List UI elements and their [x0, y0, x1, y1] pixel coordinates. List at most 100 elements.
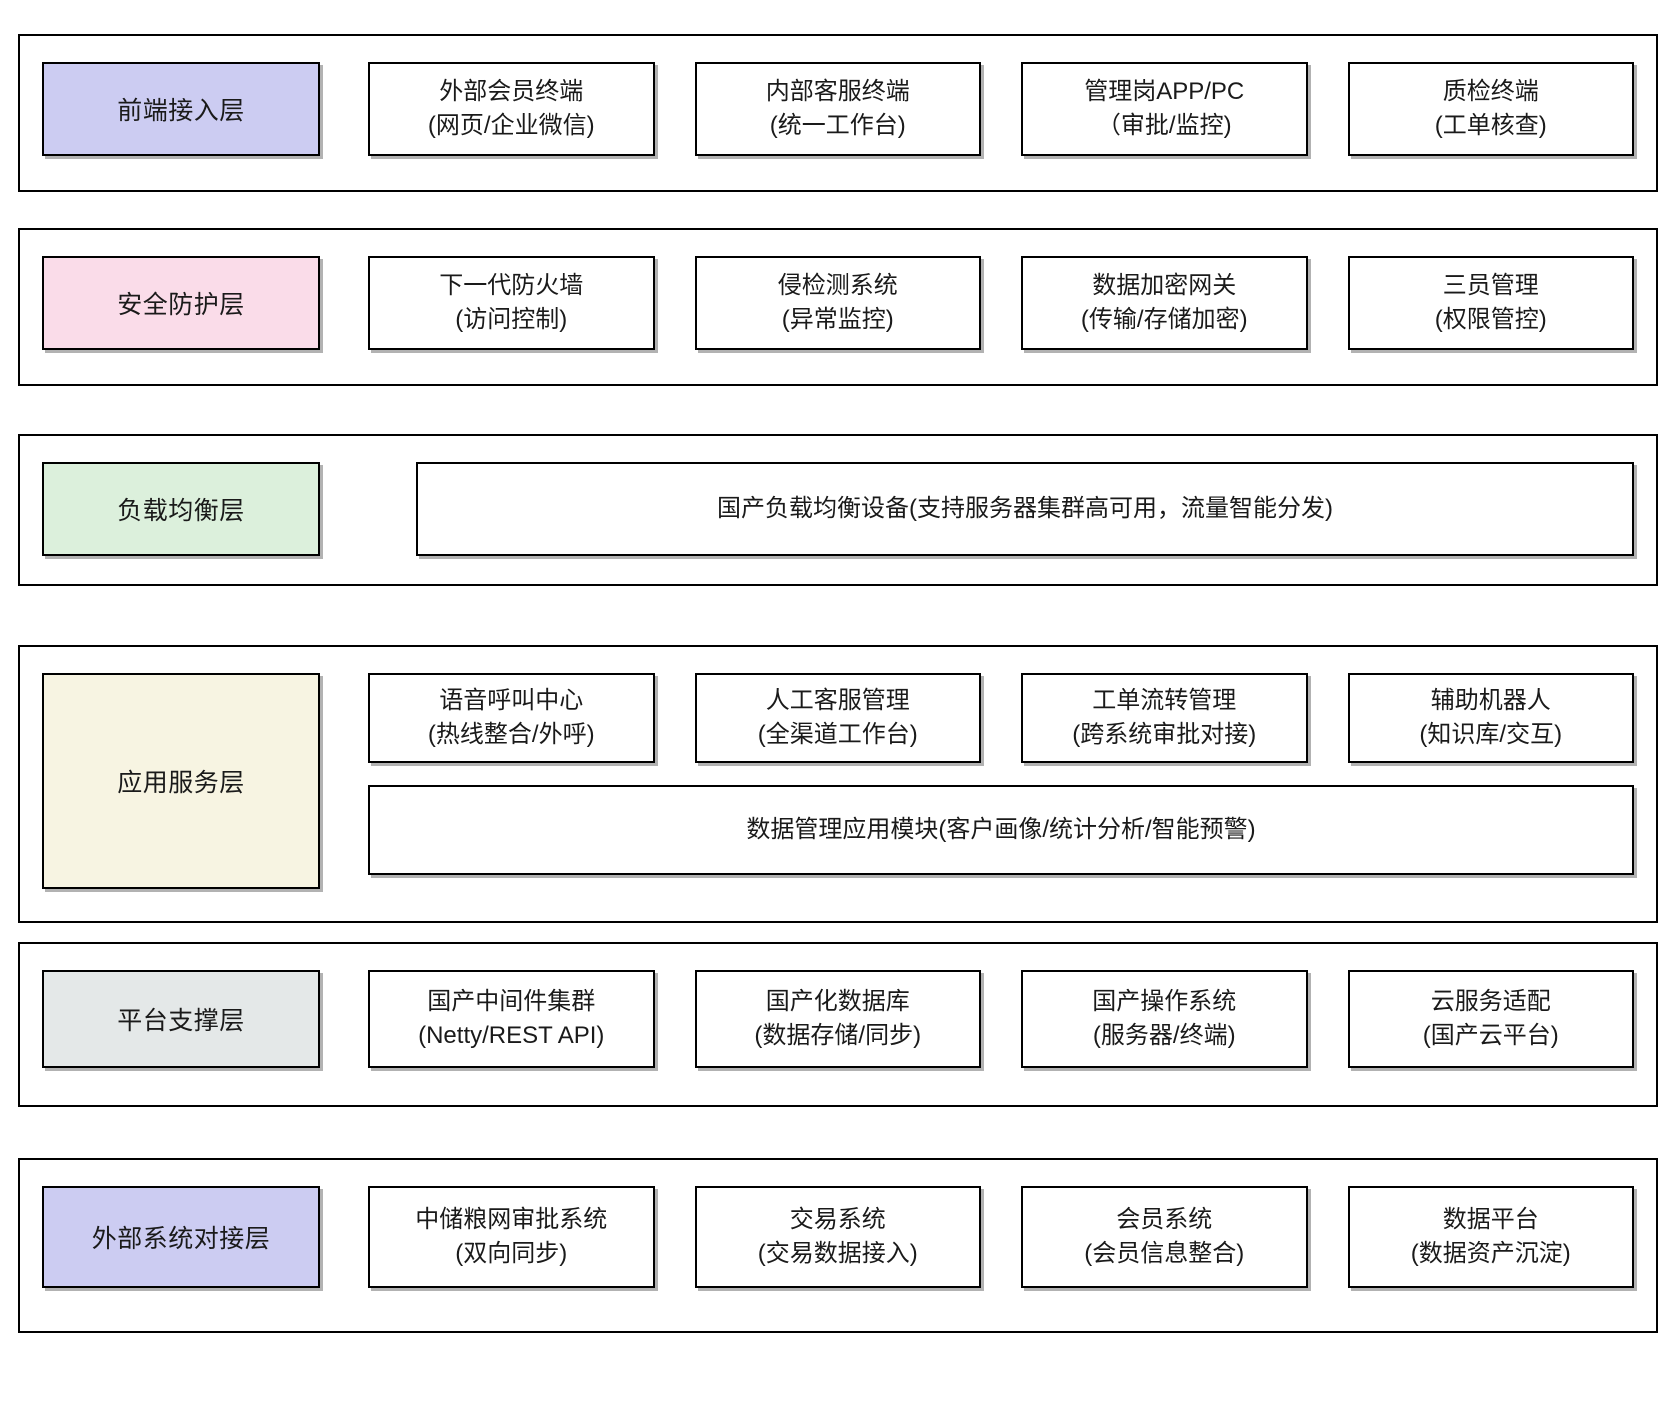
- node-box[interactable]: 外部会员终端 (网页/企业微信): [368, 62, 655, 156]
- node-subtitle: (传输/存储加密): [1080, 306, 1248, 333]
- node-subtitle: (国产云平台): [1422, 1022, 1559, 1049]
- layer-band-security-protection-layer: 安全防护层 下一代防火墙 (访问控制) 侵检测系统 (异常监控) 数据加密网关 (传输/存储…: [18, 228, 1658, 386]
- node-title: 三员管理: [1442, 271, 1539, 299]
- node-title: 内部客服终端: [765, 77, 910, 105]
- layer-band-load-balance-layer: 负载均衡层 国产负载均衡设备(支持服务器集群高可用，流量智能分发): [18, 434, 1658, 586]
- node-title: 侵检测系统: [777, 271, 898, 299]
- layer-label-text: 负载均衡层: [117, 497, 245, 525]
- node-title: 外部会员终端: [439, 77, 584, 105]
- node-subtitle: (全渠道工作台): [757, 721, 918, 748]
- node-box[interactable]: 云服务适配 (国产云平台): [1347, 970, 1634, 1068]
- node-subtitle: (服务器/终端): [1092, 1022, 1236, 1049]
- node-box[interactable]: 中储粮网审批系统 (双向同步): [368, 1186, 655, 1288]
- layer-inner-load-balance-layer: 负载均衡层 国产负载均衡设备(支持服务器集群高可用，流量智能分发): [20, 436, 1656, 584]
- node-subtitle: (异常监控): [781, 306, 894, 333]
- node-title: 中储粮网审批系统: [415, 1205, 608, 1233]
- node-box[interactable]: 下一代防火墙 (访问控制): [368, 256, 655, 350]
- node-title: 国产负载均衡设备(支持服务器集群高可用，流量智能分发): [717, 494, 1333, 522]
- layer-label-text: 应用服务层: [117, 769, 245, 797]
- node-title: 数据加密网关: [1092, 271, 1237, 299]
- node-box[interactable]: 国产中间件集群 (Netty/REST API): [368, 970, 655, 1068]
- layer-label-security-protection-layer[interactable]: 安全防护层: [42, 256, 320, 350]
- layer-band-application-service-layer: 应用服务层 语音呼叫中心 (热线整合/外呼) 人工客服管理 (全渠道工作台) 工单流转管理…: [18, 645, 1658, 923]
- node-title: 工单流转管理: [1092, 686, 1237, 714]
- node-subtitle: (知识库/交互): [1419, 721, 1563, 748]
- node-box[interactable]: 交易系统 (交易数据接入): [694, 1186, 981, 1288]
- node-box[interactable]: 数据平台 (数据资产沉淀): [1347, 1186, 1634, 1288]
- layer-nodes-security-protection-layer: 下一代防火墙 (访问控制) 侵检测系统 (异常监控) 数据加密网关 (传输/存储加密) 三员…: [368, 256, 1634, 350]
- node-title: 会员系统: [1116, 1205, 1213, 1233]
- node-box[interactable]: 国产操作系统 (服务器/终端): [1021, 970, 1308, 1068]
- node-row: 外部会员终端 (网页/企业微信) 内部客服终端(统一工作台) 管理岗APP/PC （审批…: [368, 62, 1634, 156]
- layer-nodes-load-balance-layer: 国产负载均衡设备(支持服务器集群高可用，流量智能分发): [368, 462, 1634, 556]
- node-title: 国产操作系统: [1092, 987, 1237, 1015]
- node-row: 中储粮网审批系统 (双向同步) 交易系统 (交易数据接入) 会员系统 (会员信息整合) 数据…: [368, 1186, 1634, 1288]
- node-row: 国产中间件集群 (Netty/REST API) 国产化数据库(数据存储/同步) 国产…: [368, 970, 1634, 1068]
- layer-label-load-balance-layer[interactable]: 负载均衡层: [42, 462, 320, 556]
- node-title: 数据平台: [1442, 1205, 1539, 1233]
- node-title: 管理岗APP/PC: [1084, 77, 1245, 105]
- node-subtitle: (交易数据接入): [757, 1240, 918, 1267]
- layer-label-frontend-access-layer[interactable]: 前端接入层: [42, 62, 320, 156]
- node-subtitle: (工单核查): [1434, 112, 1547, 139]
- node-row: 数据管理应用模块(客户画像/统计分析/智能预警): [368, 785, 1634, 875]
- node-subtitle: (热线整合/外呼): [427, 721, 595, 748]
- node-subtitle: (网页/企业微信): [427, 112, 595, 139]
- layer-nodes-external-system-integration-layer: 中储粮网审批系统 (双向同步) 交易系统 (交易数据接入) 会员系统 (会员信息整合) 数据…: [368, 1186, 1634, 1288]
- node-title: 交易系统: [789, 1205, 886, 1233]
- node-box[interactable]: 管理岗APP/PC （审批/监控): [1021, 62, 1308, 156]
- node-title: 辅助机器人: [1430, 686, 1551, 714]
- layer-inner-platform-support-layer: 平台支撑层 国产中间件集群 (Netty/REST API) 国产化数据库(数据存储/…: [20, 944, 1656, 1105]
- layer-nodes-frontend-access-layer: 外部会员终端 (网页/企业微信) 内部客服终端(统一工作台) 管理岗APP/PC （审批…: [368, 62, 1634, 156]
- node-box[interactable]: 工单流转管理 (跨系统审批对接): [1021, 673, 1308, 763]
- node-title: 质检终端: [1442, 77, 1539, 105]
- node-subtitle: (访问控制): [455, 306, 568, 333]
- node-subtitle: (双向同步): [455, 1240, 568, 1267]
- node-box[interactable]: 国产负载均衡设备(支持服务器集群高可用，流量智能分发): [416, 462, 1634, 556]
- node-box[interactable]: 三员管理 (权限管控): [1347, 256, 1634, 350]
- node-title: 数据管理应用模块(客户画像/统计分析/智能预警): [746, 815, 1256, 843]
- node-title: 语音呼叫中心: [439, 686, 584, 714]
- layer-label-text: 前端接入层: [117, 97, 245, 125]
- node-box[interactable]: 数据管理应用模块(客户画像/统计分析/智能预警): [368, 785, 1634, 875]
- node-title: 云服务适配: [1430, 987, 1551, 1015]
- layer-label-text: 平台支撑层: [117, 1007, 245, 1035]
- node-box[interactable]: 侵检测系统 (异常监控): [694, 256, 981, 350]
- layer-label-platform-support-layer[interactable]: 平台支撑层: [42, 970, 320, 1068]
- layer-inner-application-service-layer: 应用服务层 语音呼叫中心 (热线整合/外呼) 人工客服管理 (全渠道工作台) 工单流转管理…: [20, 647, 1656, 921]
- layer-band-platform-support-layer: 平台支撑层 国产中间件集群 (Netty/REST API) 国产化数据库(数据存储/…: [18, 942, 1658, 1107]
- node-subtitle: (权限管控): [1434, 306, 1547, 333]
- layer-inner-frontend-access-layer: 前端接入层 外部会员终端 (网页/企业微信) 内部客服终端(统一工作台) 管理岗APP/…: [20, 36, 1656, 190]
- node-subtitle: (Netty/REST API): [418, 1022, 605, 1049]
- node-subtitle: (数据存储/同步): [754, 1022, 922, 1049]
- layer-label-application-service-layer[interactable]: 应用服务层: [42, 673, 320, 889]
- node-box[interactable]: 质检终端 (工单核查): [1347, 62, 1634, 156]
- node-box[interactable]: 辅助机器人 (知识库/交互): [1347, 673, 1634, 763]
- layer-inner-external-system-integration-layer: 外部系统对接层 中储粮网审批系统 (双向同步) 交易系统 (交易数据接入) 会员系统 (会员…: [20, 1160, 1656, 1331]
- layer-inner-security-protection-layer: 安全防护层 下一代防火墙 (访问控制) 侵检测系统 (异常监控) 数据加密网关 (传输/存储…: [20, 230, 1656, 384]
- node-subtitle: (跨系统审批对接): [1072, 721, 1257, 748]
- layer-nodes-application-service-layer: 语音呼叫中心 (热线整合/外呼) 人工客服管理 (全渠道工作台) 工单流转管理 (跨系统审…: [368, 673, 1634, 875]
- node-box[interactable]: 语音呼叫中心 (热线整合/外呼): [368, 673, 655, 763]
- node-box[interactable]: 人工客服管理 (全渠道工作台): [694, 673, 981, 763]
- layer-nodes-platform-support-layer: 国产中间件集群 (Netty/REST API) 国产化数据库(数据存储/同步) 国产…: [368, 970, 1634, 1068]
- layer-label-external-system-integration-layer[interactable]: 外部系统对接层: [42, 1186, 320, 1288]
- node-subtitle: (会员信息整合): [1084, 1240, 1245, 1267]
- node-title: 国产中间件集群: [427, 987, 596, 1015]
- node-row: 下一代防火墙 (访问控制) 侵检测系统 (异常监控) 数据加密网关 (传输/存储加密) 三员…: [368, 256, 1634, 350]
- node-box[interactable]: 国产化数据库(数据存储/同步): [694, 970, 981, 1068]
- layer-band-frontend-access-layer: 前端接入层 外部会员终端 (网页/企业微信) 内部客服终端(统一工作台) 管理岗APP/…: [18, 34, 1658, 192]
- node-title: 下一代防火墙: [439, 271, 584, 299]
- node-box[interactable]: 会员系统 (会员信息整合): [1021, 1186, 1308, 1288]
- node-box[interactable]: 内部客服终端(统一工作台): [694, 62, 981, 156]
- node-box[interactable]: 数据加密网关 (传输/存储加密): [1021, 256, 1308, 350]
- node-subtitle: （审批/监控): [1096, 112, 1232, 139]
- layer-label-text: 安全防护层: [117, 291, 245, 319]
- node-title: 人工客服管理: [765, 686, 910, 714]
- node-subtitle: (数据资产沉淀): [1410, 1240, 1571, 1267]
- node-row: 国产负载均衡设备(支持服务器集群高可用，流量智能分发): [416, 462, 1634, 556]
- layer-band-external-system-integration-layer: 外部系统对接层 中储粮网审批系统 (双向同步) 交易系统 (交易数据接入) 会员系统 (会员…: [18, 1158, 1658, 1333]
- node-row: 语音呼叫中心 (热线整合/外呼) 人工客服管理 (全渠道工作台) 工单流转管理 (跨系统审…: [368, 673, 1634, 763]
- layer-label-text: 外部系统对接层: [91, 1225, 271, 1253]
